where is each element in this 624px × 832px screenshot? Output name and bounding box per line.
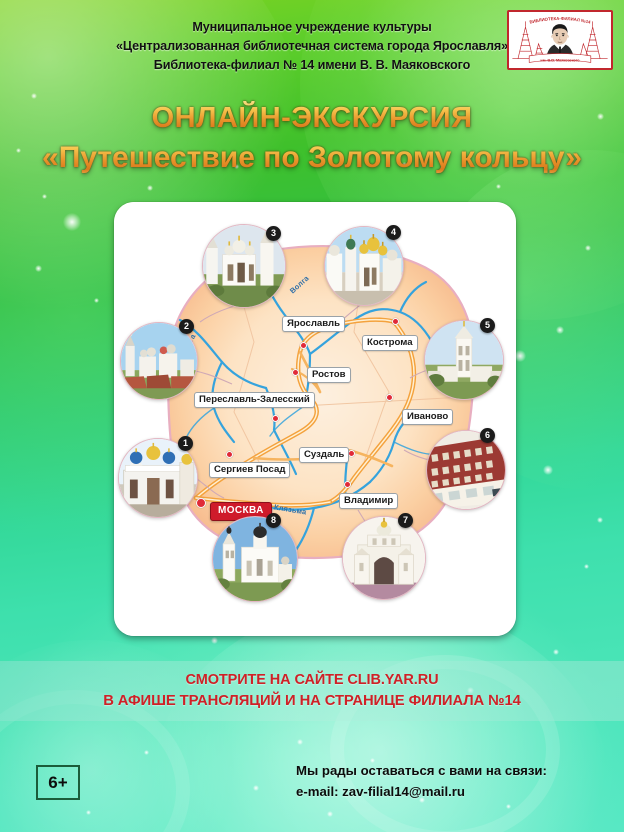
sparkle: [505, 803, 511, 809]
city-dot[interactable]: [226, 451, 233, 458]
city-dot[interactable]: [392, 318, 399, 325]
poster-header: Муниципальное учреждение культуры «Центр…: [0, 18, 624, 75]
page-title: ОНЛАЙН-ЭКСКУРСИЯ: [0, 100, 624, 136]
bubble-number-badge[interactable]: 5: [480, 318, 495, 333]
header-line-1: Муниципальное учреждение культуры: [192, 20, 432, 34]
sparkle: [585, 245, 591, 251]
city-dot[interactable]: [348, 450, 355, 457]
sparkle: [327, 811, 333, 817]
capital-dot[interactable]: [196, 498, 206, 508]
header-line-2: «Централизованная библиотечная система г…: [115, 39, 509, 53]
city-label[interactable]: Кострома: [362, 335, 418, 351]
page-subtitle: «Путешествие по Золотому кольцу»: [0, 138, 624, 178]
bubble-number-badge[interactable]: 1: [178, 436, 193, 451]
announce-line-2: В АФИШЕ ТРАНСЛЯЦИЙ И НА СТРАНИЦЕ ФИЛИАЛА…: [103, 693, 521, 709]
bubble-number-badge[interactable]: 7: [398, 513, 413, 528]
sparkle: [31, 93, 37, 99]
map-card[interactable]: Волга Волга Клязьма ЯрославльКостромаРос…: [114, 202, 516, 636]
announcement-band: СМОТРИТЕ НА САЙТЕ CLIB.YAR.RU В АФИШЕ ТР…: [0, 661, 624, 721]
city-label[interactable]: Ярославль: [282, 316, 346, 332]
sparkle: [147, 185, 153, 191]
sparkle: [93, 297, 99, 303]
map-photo-bubble[interactable]: [342, 516, 426, 600]
sparkle: [543, 465, 553, 475]
sparkle: [553, 649, 559, 655]
sparkle: [253, 785, 259, 791]
library-emblem: БИБЛИОТЕКА-ФИЛИАЛ №14: [507, 10, 613, 70]
bubble-number-badge[interactable]: 4: [386, 225, 401, 240]
sparkle: [85, 809, 91, 815]
header-line-3: Библиотека-филиал № 14 имени В. В. Маяко…: [153, 58, 471, 72]
emblem-bottom-text: им. В.В. Маяковского: [540, 58, 580, 62]
city-dot[interactable]: [272, 415, 279, 422]
bubble-scene-monastery-blue-domes: [119, 439, 197, 517]
map-photo-bubble[interactable]: [426, 430, 506, 510]
sparkle: [41, 193, 47, 199]
sparkle: [597, 517, 603, 523]
city-dot[interactable]: [344, 481, 351, 488]
announce-line-1: СМОТРИТЕ НА САЙТЕ CLIB.YAR.RU: [185, 672, 439, 688]
contact-block: Мы рады оставаться с вами на связи: e-ma…: [296, 760, 606, 802]
sparkle: [63, 213, 81, 231]
contact-line-1: Мы рады оставаться с вами на связи:: [296, 763, 547, 778]
sparkle: [34, 264, 42, 272]
map-photo-bubble[interactable]: [212, 516, 298, 602]
age-rating-badge: 6+: [36, 765, 80, 800]
bubble-number-badge[interactable]: 6: [480, 428, 495, 443]
bubble-scene-town-churches: [121, 323, 197, 399]
city-dot[interactable]: [292, 369, 299, 376]
map-photo-bubble[interactable]: [424, 320, 504, 400]
city-label[interactable]: Переславль-Залесский: [194, 392, 315, 408]
city-label[interactable]: Иваново: [402, 409, 454, 425]
sparkle: [583, 563, 589, 569]
map-photo-bubble[interactable]: [118, 438, 198, 518]
bubble-number-badge[interactable]: 3: [266, 226, 281, 241]
city-label[interactable]: Владимир: [339, 493, 399, 509]
bubble-scene-white-church: [213, 517, 297, 601]
contact-email: e-mail: zav-filial14@mail.ru: [296, 784, 465, 799]
city-label[interactable]: Сергиев Посад: [209, 462, 291, 478]
sparkle: [495, 183, 501, 189]
sparkle: [210, 636, 218, 644]
city-label[interactable]: Суздаль: [299, 447, 350, 463]
bubble-scene-red-brick-building: [427, 431, 505, 509]
bubble-number-badge[interactable]: 2: [179, 319, 194, 334]
bubble-scene-bell-tower: [425, 321, 503, 399]
city-dot[interactable]: [386, 394, 393, 401]
emblem-top-text: БИБЛИОТЕКА-ФИЛИАЛ №14: [529, 16, 592, 25]
city-dot[interactable]: [300, 342, 307, 349]
city-label[interactable]: Ростов: [307, 367, 351, 383]
sparkle: [297, 739, 303, 745]
sparkle: [556, 326, 564, 334]
sparkle: [143, 749, 149, 755]
bubble-number-badge[interactable]: 8: [266, 513, 281, 528]
title-block: ОНЛАЙН-ЭКСКУРСИЯ «Путешествие по Золотом…: [0, 100, 624, 178]
golden-ring-map-graphic: [114, 202, 516, 636]
bubble-scene-golden-gate: [343, 517, 425, 599]
